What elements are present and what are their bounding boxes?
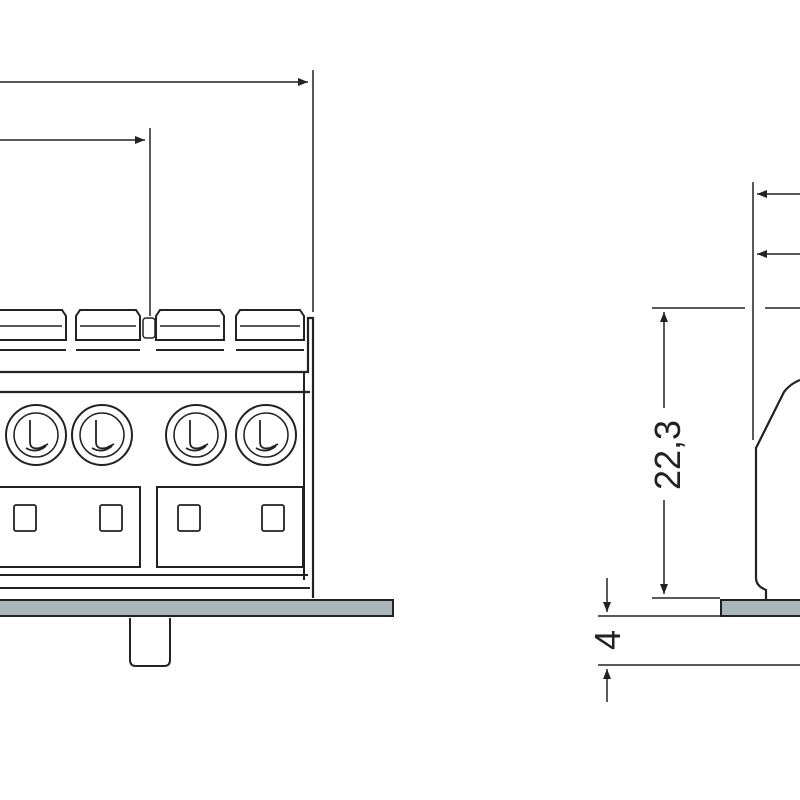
screw-terminal-4 [235,404,297,466]
height-dimension-label: 22,3 [647,420,688,490]
mounting-foot [129,618,171,667]
front-dimension-lines [0,70,314,316]
din-rail-front [0,599,394,617]
screw-terminal-1 [5,404,67,466]
base-dimension-label: 4 [587,630,628,650]
lever-row [0,309,305,351]
block-side-profile [754,378,800,600]
screw-terminal-3 [165,404,227,466]
screw-terminals [5,404,297,466]
terminal-block-body [0,309,315,598]
lower-chambers [0,486,304,568]
height-dimension: 22,3 [647,307,800,599]
front-view [0,70,394,667]
din-rail-side [720,599,800,617]
base-dimension: 4 [587,578,800,702]
side-view: 22,3 4 [587,182,800,702]
side-dimension-lines [752,182,800,440]
screw-terminal-2 [71,404,133,466]
